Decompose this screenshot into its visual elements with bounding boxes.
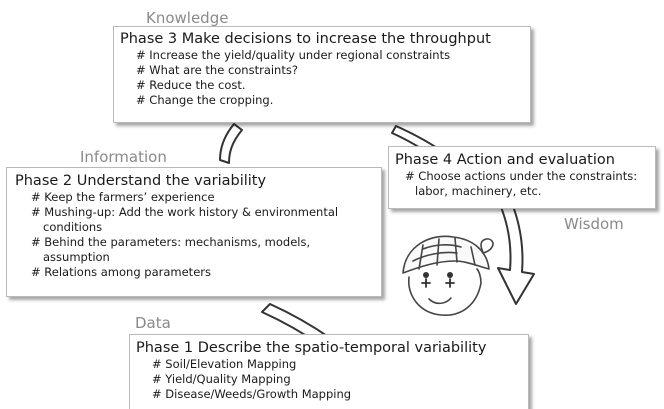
level-label-wisdom: Wisdom	[564, 215, 624, 233]
phase3-item: # Reduce the cost.	[136, 78, 246, 92]
phase4-item: # Choose actions under the constraints: …	[405, 169, 638, 198]
phase2-items: # Keep the farmers’ experience # Mushing…	[15, 190, 381, 280]
phase2-item: # Relations among parameters	[31, 265, 211, 279]
phase2-item: # Keep the farmers’ experience	[31, 190, 215, 204]
phase4-items: # Choose actions under the constraints: …	[395, 169, 655, 199]
phase2-title: Phase 2 Understand the variability	[15, 173, 267, 189]
arrow-phase4-to-phase1	[497, 193, 535, 305]
farmer-face-icon	[402, 235, 494, 316]
phase1-items: # Soil/Elevation Mapping # Yield/Quality…	[136, 357, 528, 402]
phase3-box: Phase 3 Make decisions to increase the t…	[113, 26, 531, 123]
phase4-box: Phase 4 Action and evaluation # Choose a…	[388, 146, 656, 209]
phase3-item: # Change the cropping.	[136, 93, 274, 107]
phase3-title: Phase 3 Make decisions to increase the t…	[120, 31, 491, 47]
arrow-phase2-to-phase3	[219, 123, 243, 164]
phase3-item: # What are the constraints?	[136, 63, 298, 77]
phase1-item: # Yield/Quality Mapping	[152, 372, 291, 386]
phase3-item: # Increase the yield/quality under regio…	[136, 48, 451, 62]
phase1-box: Phase 1 Describe the spatio-temporal var…	[129, 334, 529, 409]
phase2-item: # Mushing-up: Add the work history & env…	[31, 205, 339, 234]
level-label-information: Information	[80, 148, 167, 166]
phase3-items: # Increase the yield/quality under regio…	[120, 48, 530, 108]
level-label-knowledge: Knowledge	[146, 9, 229, 27]
level-label-data: Data	[135, 314, 171, 332]
phase1-title: Phase 1 Describe the spatio-temporal var…	[136, 340, 487, 356]
phase1-item: # Disease/Weeds/Growth Mapping	[152, 387, 352, 401]
phase2-box: Phase 2 Understand the variability # Kee…	[6, 167, 382, 297]
phase4-title: Phase 4 Action and evaluation	[395, 152, 615, 168]
phase1-item: # Soil/Elevation Mapping	[152, 357, 297, 371]
phase2-item: # Behind the parameters: mechanisms, mod…	[31, 235, 311, 264]
